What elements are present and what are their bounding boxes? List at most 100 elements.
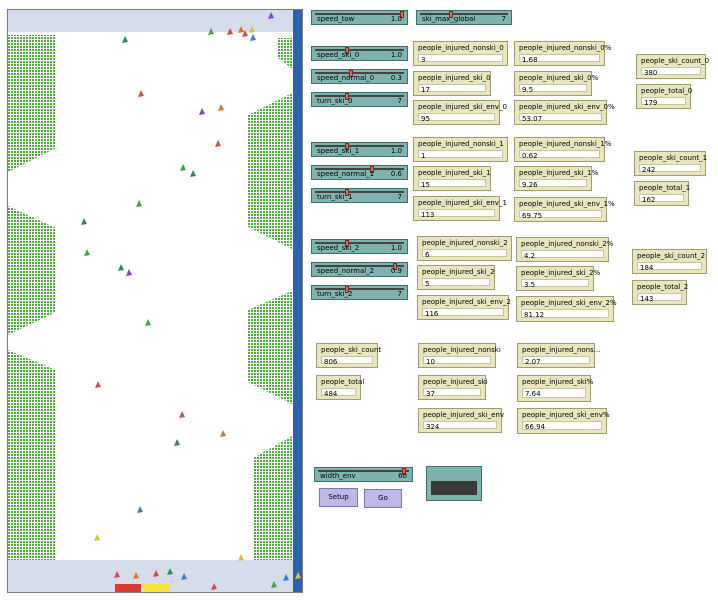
slider-knob[interactable] [344,47,349,54]
monitor-label: people_injured_nonski_2 [422,239,508,247]
slider-speed-ski-1[interactable]: speed_ski_1 1.0 [311,142,408,157]
slider-knob[interactable] [393,263,398,270]
slider-turn-ski-1[interactable]: turn_ski_1 7 [311,188,408,203]
monitor-people-ski-count-0: people_ski_count_0 380 [636,54,710,79]
monitor-label: people_injured_ski_env_1 [418,199,507,207]
slider-width-env[interactable]: width_env 60 [314,467,413,482]
slider-knob[interactable] [344,240,349,247]
monitor-value: 9.26 [522,181,538,189]
skier-icon [227,28,233,35]
slider-knob[interactable] [349,70,353,77]
monitor-value: 5 [425,280,430,288]
slider-value: 0.3 [390,74,402,82]
monitor-value: 242 [642,166,656,174]
monitor-label: people_ski_count_1 [639,154,708,162]
monitor-value: 484 [324,390,338,398]
monitor-value: 66.94 [525,423,546,431]
slider-label: speed_tow [317,15,355,23]
skier-icon [84,249,90,256]
skier-icon [242,30,248,37]
monitor-label: people_ski_count_0 [641,57,710,65]
monitor-label: people_injured_ski_2% [521,269,601,277]
monitor-people-total-1: people_total_1 162 [634,181,690,206]
monitor-people-injured-ski-1: people_injured_ski_1 15 [413,166,491,191]
top-base-area [8,10,302,32]
slider-knob[interactable] [402,468,407,475]
slider-label: speed_normal_2 [317,267,375,275]
slider-label: speed_normal_1 [317,170,375,178]
slider-speed-tow[interactable]: speed_tow 1.0 [311,10,408,25]
monitor-people-injured-ski-1-pct: people_injured_ski_1% 9.26 [514,166,598,191]
slider-knob[interactable] [449,11,454,18]
graphics-window-widget[interactable] [426,466,482,501]
skier-icon [208,28,214,35]
slider-label: turn_ski_1 [317,193,353,201]
skier-icon [238,26,244,33]
monitor-label: people_injured_nonski_1% [519,140,612,148]
monitor-label: people_injured_ski_env% [522,411,610,419]
monitor-value: 15 [421,181,430,189]
slider-turn-ski-2[interactable]: turn_ski_2 7 [311,285,408,300]
monitor-value: 806 [324,358,338,366]
monitor-value: 3.5 [524,281,536,289]
skier-icon [95,381,101,388]
monitor-value: 81.12 [524,311,545,319]
go-button[interactable]: Go [364,489,402,508]
monitor-value: 37 [426,390,435,398]
monitor-people-total-2: people_total_2 143 [632,280,689,305]
monitor-label: people_injured_ski_0 [418,74,491,82]
ski-slope-canvas[interactable] [8,10,302,592]
monitor-people-injured-ski-0-pct: people_injured_ski_0% 9.5 [514,71,598,96]
slider-knob[interactable] [370,166,375,173]
slider-value: 7 [397,290,402,298]
monitor-label: people_ski_count_2 [637,252,706,260]
monitor-value: 9.5 [522,86,534,94]
monitor-people-ski-count: people_ski_count 806 [316,343,382,368]
monitor-value: 143 [640,295,654,303]
slider-knob[interactable] [400,11,404,18]
skier-icon [295,572,301,579]
slider-value: 60 [398,472,407,480]
skier-icon [122,36,128,43]
slider-value: 1.0 [390,244,402,252]
monitor-value: 6 [425,251,430,259]
slider-speed-ski-2[interactable]: speed_ski_2 1.0 [311,239,408,254]
slider-value: 1.0 [390,51,402,59]
monitor-label: people_injured_ski_env_0% [519,103,615,111]
monitor-label: people_injured_nonski [423,346,501,354]
skier-icon [118,264,124,271]
monitor-value: 162 [642,196,656,204]
skier-icon [218,104,224,111]
world-view[interactable] [7,9,303,593]
monitor-people-ski-count-1: people_ski_count_1 242 [634,151,708,176]
monitor-label: people_injured_ski_env_2 [422,298,511,306]
monitor-label: people_injured_ski_0% [519,74,599,82]
slider-label: speed_ski_2 [317,244,360,252]
right-forest [248,38,294,560]
monitor-people-injured-ski-2: people_injured_ski_2 5 [417,265,495,290]
slider-ski-max-global[interactable]: ski_max_global 7 [416,10,512,25]
monitor-label: people_injured_ski_env_2% [521,299,617,307]
slider-speed-normal-1[interactable]: speed_normal_1 0.6 [311,165,408,180]
red-marker [115,584,141,592]
skier-icon [137,506,143,513]
monitor-people-injured-ski-env-pct: people_injured_ski_env% 66.94 [517,408,610,434]
monitor-label: people_total_2 [637,283,689,291]
slider-knob[interactable] [344,286,349,293]
monitor-label: people_total_0 [641,87,693,95]
setup-button[interactable]: Setup [319,488,358,507]
slider-speed-normal-2[interactable]: speed_normal_2 0.9 [311,262,408,277]
skier-icon [174,439,180,446]
slider-knob[interactable] [344,143,349,150]
yellow-marker [144,584,170,592]
slider-speed-normal-0[interactable]: speed_normal_0 0.3 [311,69,408,84]
slider-knob[interactable] [344,93,349,100]
slider-knob[interactable] [344,189,349,196]
monitor-people-injured-ski-env-2-pct: people_injured_ski_env_2% 81.12 [516,296,617,322]
monitor-label: people_ski_count [321,346,382,354]
slider-speed-ski-0[interactable]: speed_ski_0 1.0 [311,46,408,61]
monitor-people-injured-nonski-1-pct: people_injured_nonski_1% 0.62 [514,137,611,162]
slider-turn-ski-0[interactable]: turn_ski_0 7 [311,92,408,107]
monitor-label: people_injured_ski_env_1% [519,200,615,208]
monitor-people-injured-ski-env: people_injured_ski_env 324 [418,408,504,433]
